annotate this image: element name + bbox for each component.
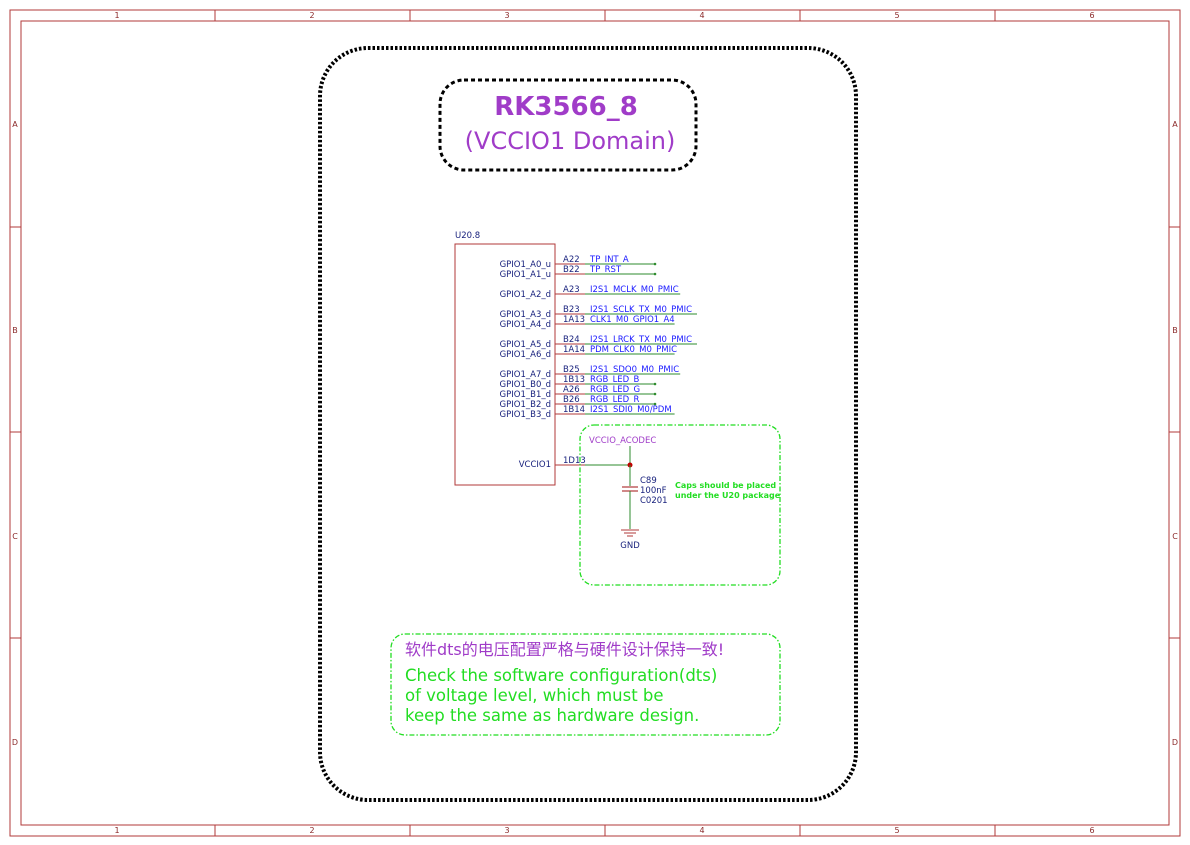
pin-number: 1A13	[563, 315, 585, 325]
pin-name: GPIO1_A4_d	[500, 320, 551, 330]
wire-end-dot	[653, 392, 657, 396]
capacitor-symbol	[622, 486, 638, 492]
frame-outer-border	[9, 9, 1181, 837]
pin-name: GPIO1_A5_d	[500, 340, 551, 350]
pin-name: GPIO1_B3_d	[500, 410, 551, 420]
column-label: 3	[504, 11, 509, 20]
wire-end-dot	[653, 382, 657, 386]
power-net-label: VCCIO_ACODEC	[589, 436, 656, 446]
title-outline	[438, 78, 698, 172]
column-label: 1	[114, 826, 119, 835]
row-label: B	[1172, 326, 1178, 335]
power-pin-name: VCCIO1	[519, 460, 551, 470]
pin-name: GPIO1_A7_d	[500, 370, 551, 380]
component-ref: U20.8	[455, 231, 480, 241]
domain-outline	[318, 46, 858, 802]
net-label: I2S1_SCLK_TX_M0_PMIC	[590, 305, 692, 315]
notice-cn: 软件dts的电压配置严格与硬件设计保持一致!	[405, 640, 724, 659]
cap-package: C0201	[640, 496, 668, 506]
pin-name: GPIO1_B0_d	[500, 380, 551, 390]
column-label: 6	[1089, 826, 1094, 835]
row-label: A	[1172, 120, 1178, 129]
pin-number: 1A14	[563, 345, 585, 355]
net-label: I2S1_SDO0_M0_PMIC	[590, 365, 679, 375]
row-label: D	[12, 738, 18, 747]
column-label: 5	[894, 11, 899, 20]
frame-column-labels-top: 1 2 3 4 5 6	[114, 11, 1094, 20]
net-label: I2S1_MCLK_M0_PMIC	[590, 285, 679, 295]
frame-inner-border	[20, 20, 1170, 826]
pin-name: GPIO1_A2_d	[500, 290, 551, 300]
row-label: C	[1172, 532, 1178, 541]
net-label: PDM_CLK0_M0_PMIC	[590, 345, 677, 355]
column-label: 5	[894, 826, 899, 835]
net-label: RGB_LED_B	[590, 375, 639, 385]
frame-column-labels-bottom: 1 2 3 4 5 6	[114, 826, 1094, 835]
pin-number: A26	[563, 385, 580, 395]
pin-number: B23	[563, 305, 580, 315]
ground-label: GND	[620, 541, 640, 551]
pin-number: A22	[563, 255, 580, 265]
net-label: CLK1_M0_GPIO1_A4	[590, 315, 675, 325]
drawing-frame	[9, 9, 1181, 837]
pin-name: GPIO1_A1_u	[500, 270, 551, 280]
pin-name: GPIO1_B1_d	[500, 390, 551, 400]
net-label: I2S1_SDI0_M0/PDM	[590, 405, 672, 415]
notice-outline	[390, 633, 781, 736]
power-pin-number: 1D13	[563, 456, 586, 466]
column-label: 4	[699, 826, 704, 835]
title-sub: (VCCIO1 Domain)	[465, 127, 676, 155]
cap-ref: C89	[640, 476, 657, 486]
wire-end-dot	[653, 262, 657, 266]
pin-name: GPIO1_B2_d	[500, 400, 551, 410]
frame-row-labels-left: A B C D	[12, 120, 18, 747]
net-label: RGB_LED_R	[590, 395, 639, 405]
cap-note-line-1: Caps should be placed	[675, 481, 776, 490]
column-label: 3	[504, 826, 509, 835]
title-main: RK3566_8	[494, 92, 638, 122]
wire-end-dot	[653, 272, 657, 276]
pin-number: B24	[563, 335, 580, 345]
row-label: D	[1172, 738, 1178, 747]
net-label: RGB_LED_G	[590, 385, 640, 395]
pin-number: 1B13	[563, 375, 585, 385]
row-label: B	[12, 326, 18, 335]
component-pins: GPIO1_A0_u A22 TP_INT_A GPIO1_A1_u B22 TP_RST…	[500, 255, 697, 420]
ground-icon	[621, 529, 639, 537]
pin-name: GPIO1_A6_d	[500, 350, 551, 360]
pin-number: B25	[563, 365, 580, 375]
notice-en-line-1: Check the software configuration(dts)	[405, 666, 717, 685]
component-body	[454, 243, 556, 486]
pin-name: GPIO1_A0_u	[500, 260, 551, 270]
wire-end-dot	[653, 402, 657, 406]
pin-number: 1B14	[563, 405, 585, 415]
row-label: C	[12, 532, 18, 541]
cap-note-line-2: under the U20 package	[675, 491, 781, 500]
net-label: TP_RST	[589, 265, 622, 275]
column-label: 2	[309, 826, 314, 835]
net-label: TP_INT_A	[589, 255, 629, 265]
pin-name: GPIO1_A3_d	[500, 310, 551, 320]
net-label: I2S1_LRCK_TX_M0_PMIC	[590, 335, 692, 345]
frame-row-labels-right: A B C D	[1172, 120, 1178, 747]
column-label: 1	[114, 11, 119, 20]
pin-number: B26	[563, 395, 580, 405]
notice-en-line-3: keep the same as hardware design.	[405, 706, 699, 725]
cap-value: 100nF	[640, 486, 667, 496]
row-label: A	[12, 120, 18, 129]
column-label: 2	[309, 11, 314, 20]
column-label: 4	[699, 11, 704, 20]
pin-number: A23	[563, 285, 580, 295]
column-label: 6	[1089, 11, 1094, 20]
decoupling-outline	[579, 424, 781, 586]
notice-en-line-2: of voltage level, which must be	[405, 686, 664, 705]
pin-number: B22	[563, 265, 580, 275]
